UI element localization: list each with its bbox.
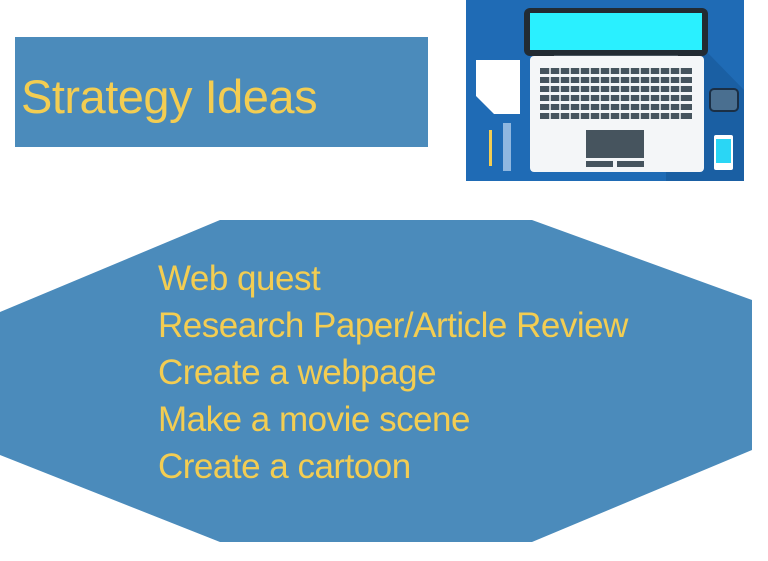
slide-title: Strategy Ideas (21, 70, 318, 123)
list-item: Create a cartoon (158, 447, 411, 486)
list-item: Web quest (158, 259, 321, 298)
laptop-desk-illustration-icon (466, 0, 744, 181)
title-box: Strategy Ideas (15, 37, 428, 147)
list-item: Create a webpage (158, 353, 437, 392)
strategy-list: Web quest Research Paper/Article Review … (158, 255, 628, 490)
list-item: Make a movie scene (158, 400, 470, 439)
list-item: Research Paper/Article Review (158, 306, 628, 345)
